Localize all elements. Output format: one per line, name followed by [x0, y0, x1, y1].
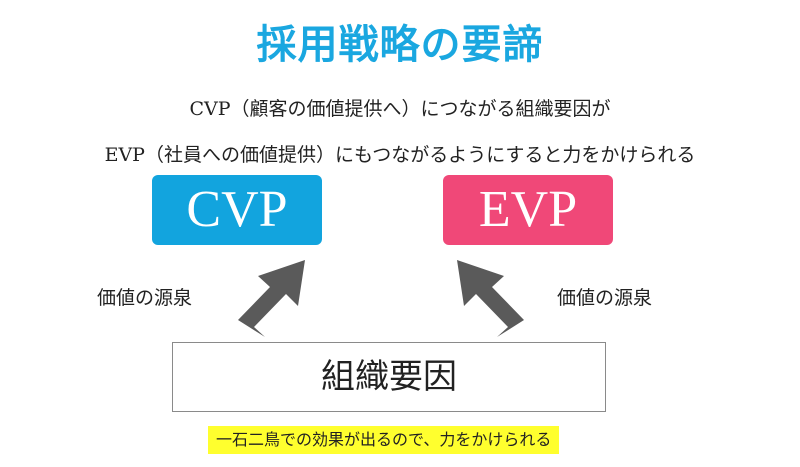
left-arrow-label: 価値の源泉	[97, 287, 193, 309]
evp-box: EVP	[443, 175, 613, 245]
subtitle-line-1: CVP（顧客の価値提供へ）につながる組織要因が	[189, 98, 611, 120]
right-arrow	[457, 260, 524, 337]
footer-highlight-note: 一石二鳥での効果が出るので、力をかけられる	[208, 426, 560, 454]
cvp-box: CVP	[152, 175, 322, 245]
right-arrow-label: 価値の源泉	[557, 287, 653, 309]
diagram-title: 採用戦略の要諦	[256, 22, 544, 68]
left-arrow	[238, 260, 305, 337]
organization-factor-box: 組織要因	[172, 342, 606, 412]
subtitle-line-2: EVP（社員への価値提供）にもつながるようにすると力をかけられる	[104, 144, 696, 166]
